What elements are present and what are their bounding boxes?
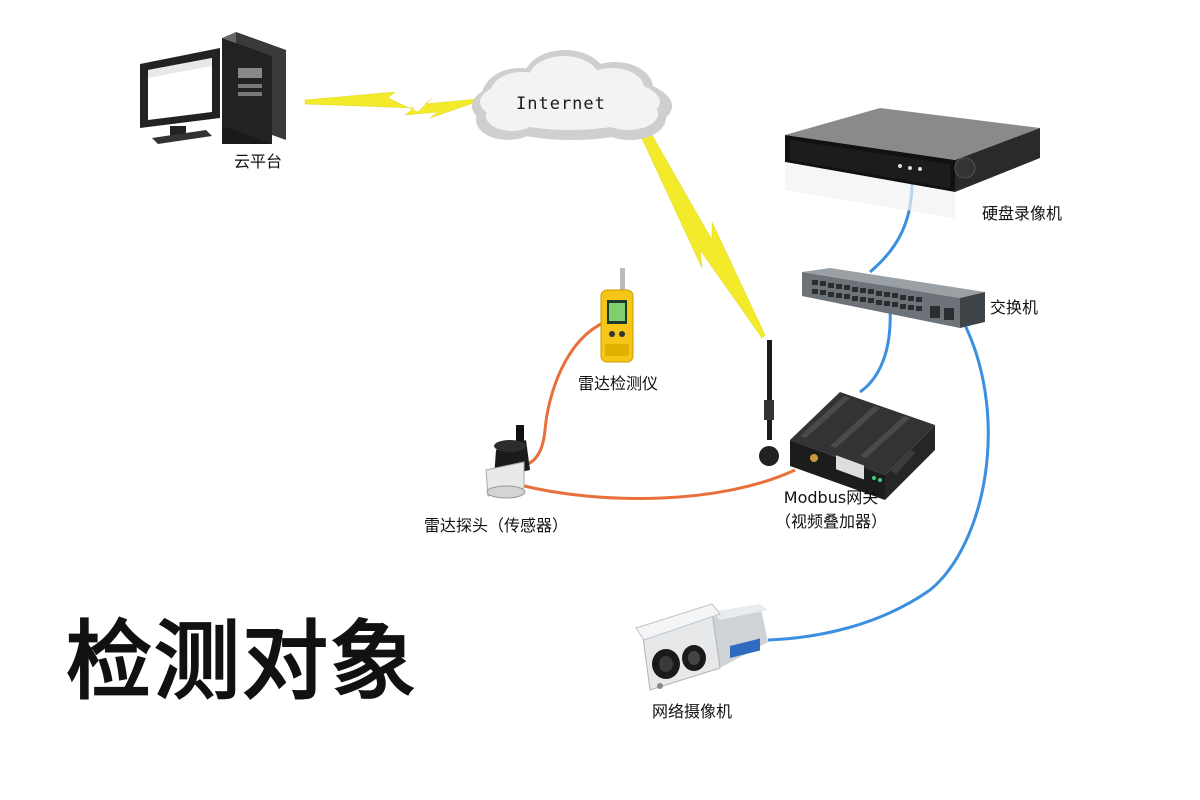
internet-cloud-icon [472, 50, 672, 140]
dvr-label: 硬盘录像机 [982, 204, 1063, 223]
page-title: 检测对象 [66, 612, 418, 712]
radar-probe-label: 雷达探头（传感器） [424, 516, 569, 535]
cable-meter-probe [524, 320, 606, 467]
radar-meter-icon [600, 268, 634, 363]
camera-label: 网络摄像机 [652, 702, 733, 721]
cable-switch-gateway [859, 307, 892, 394]
switch-icon [802, 268, 985, 328]
radar-meter-label: 雷达检测仪 [578, 374, 659, 393]
cloud-platform-label: 云平台 [234, 152, 283, 171]
network-camera-icon [635, 603, 768, 691]
modbus-gateway-icon [759, 340, 935, 500]
radar-probe-icon [485, 425, 530, 499]
computer-icon [140, 32, 286, 144]
cable-switch-camera [767, 324, 990, 642]
gateway-label: Modbus网关 [783, 488, 879, 507]
wireless-link-cloud-gateway [637, 124, 766, 339]
dvr-icon [785, 108, 1040, 292]
internet-label: Internet [516, 94, 606, 114]
wireless-link-platform-cloud [304, 91, 489, 119]
gateway-sublabel: （视频叠加器） [774, 512, 888, 531]
switch-label: 交换机 [990, 298, 1039, 317]
cable-probe-gateway [519, 468, 796, 500]
